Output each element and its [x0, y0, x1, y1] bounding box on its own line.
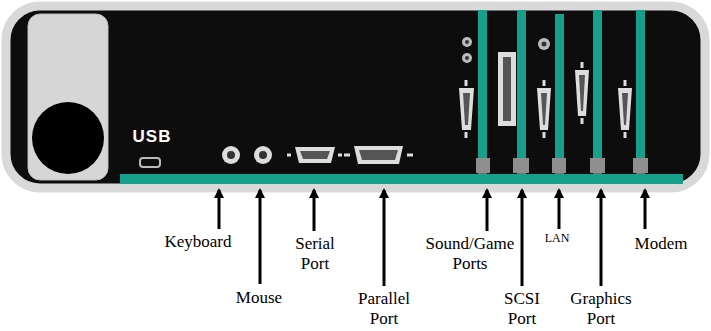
graphics-connector [575, 62, 589, 124]
power-supply [28, 14, 108, 180]
parallel-port [344, 146, 413, 164]
card-brackets [476, 158, 648, 173]
port-label: Modem [625, 234, 697, 254]
fan-hole [32, 102, 104, 174]
leader-arrows [219, 190, 645, 286]
usb-label: USB [122, 127, 182, 147]
sound-game-connectors [459, 37, 474, 138]
port-label: Serial Port [287, 234, 343, 273]
port-label: Mouse [224, 288, 294, 308]
lan-connector [537, 38, 551, 138]
serial-port [287, 147, 342, 163]
scsi-connector [498, 52, 516, 126]
port-label: SCSI Port [496, 289, 548, 328]
port-label: Keyboard [153, 232, 243, 252]
keyboard-port [222, 146, 240, 164]
modem-connector [618, 80, 632, 138]
motherboard-edge [120, 174, 683, 184]
usb-port [140, 158, 160, 167]
port-label: Sound/Game Ports [418, 234, 522, 273]
port-label: Parallel Port [349, 289, 419, 328]
expansion-cards [478, 10, 645, 174]
port-label: LAN [537, 232, 577, 246]
mouse-port [254, 146, 272, 164]
panel-housing [6, 6, 705, 188]
port-label: Graphics Port [561, 289, 641, 328]
